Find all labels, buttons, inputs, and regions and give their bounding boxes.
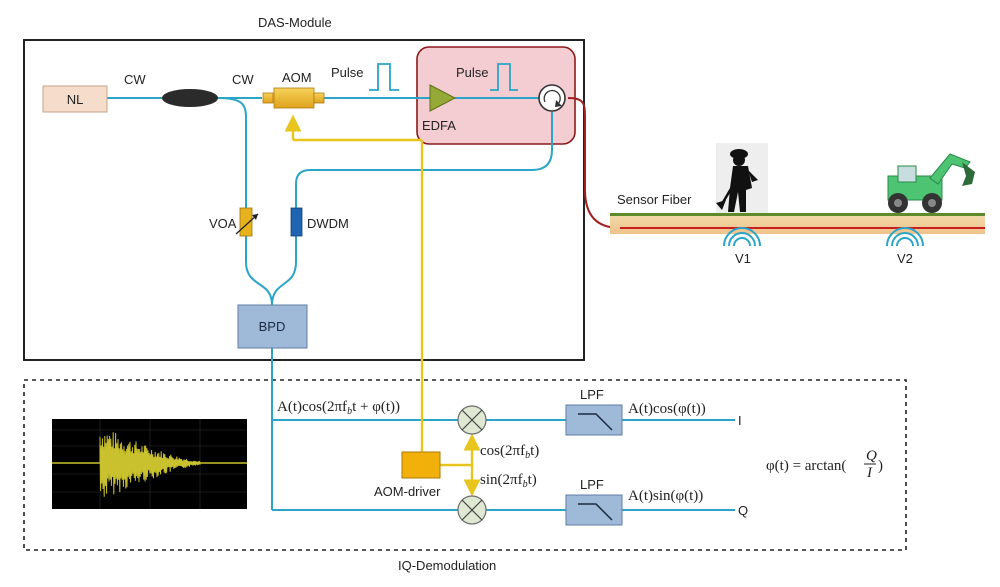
aom-port-right (313, 92, 325, 104)
aom-port-left (262, 92, 274, 104)
aom-driver (401, 451, 441, 479)
lpf-i-response-icon (578, 413, 613, 431)
ground-surface (610, 213, 985, 216)
worker-digging-icon (716, 143, 768, 213)
iq-demodulation-title: IQ-Demodulation (398, 558, 496, 573)
edfa-amplifier-icon (429, 84, 457, 112)
lpf-i-label: LPF (580, 387, 604, 402)
lpf-q-response-icon (578, 503, 613, 521)
das-module-frame (23, 39, 585, 361)
svg-text:Q: Q (866, 448, 877, 464)
edfa-label: EDFA (422, 118, 456, 133)
i-output-eq: A(t)cos(φ(t)) (628, 401, 706, 417)
cw-label-2: CW (232, 72, 254, 87)
svg-text:): ) (878, 458, 883, 474)
q-output-label: Q (738, 503, 748, 518)
mixer-q (457, 495, 487, 525)
input-signal-eq: A(t)cos(2πfbt + φ(t)) (277, 399, 400, 417)
bpd-detector (237, 304, 308, 349)
iq-demodulation-frame (23, 379, 907, 551)
phase-formula: φ(t) = arctan( Q I ) (766, 448, 883, 481)
pulse-waveform-2 (490, 63, 518, 91)
pulse-waveform-1 (369, 63, 399, 91)
dwdm-label: DWDM (307, 216, 349, 231)
lpf-i (565, 404, 623, 436)
bpd-label: BPD (259, 319, 286, 334)
oscilloscope-trace (52, 419, 247, 509)
vibration-wave-icon-v2 (886, 227, 924, 247)
amplifier-zone (416, 46, 576, 145)
circulator-icon (538, 84, 566, 112)
excavator-icon (887, 153, 975, 213)
voa-label: VOA (209, 216, 237, 231)
fiber-coupler (162, 89, 218, 107)
aom (273, 87, 315, 109)
v2-label: V2 (897, 251, 913, 266)
vibration-wave-icon-v1 (723, 227, 761, 247)
electrical-paths (284, 114, 481, 497)
cos-reference-eq: cos(2πfbt) (480, 443, 539, 461)
v1-label: V1 (735, 251, 751, 266)
lpf-q-label: LPF (580, 477, 604, 492)
svg-text:φ(t) = arctan(: φ(t) = arctan( (766, 458, 846, 474)
voa-attenuator (239, 207, 253, 237)
das-module-title: DAS-Module (258, 15, 332, 30)
i-output-label: I (738, 413, 742, 428)
pulse-label-1: Pulse (331, 65, 364, 80)
svg-text:I: I (866, 465, 873, 481)
lpf-q (565, 494, 623, 526)
nl-laser (42, 85, 108, 113)
sensor-fiber-soil (610, 216, 985, 234)
q-output-eq: A(t)sin(φ(t)) (628, 488, 703, 504)
sin-reference-eq: sin(2πfbt) (480, 472, 537, 490)
dwdm-filter (290, 207, 303, 237)
aom-label: AOM (282, 70, 312, 85)
aom-driver-label: AOM-driver (374, 484, 441, 499)
pulse-label-2: Pulse (456, 65, 489, 80)
sensor-fiber-label: Sensor Fiber (617, 192, 692, 207)
nl-label: NL (67, 92, 84, 107)
cw-label-1: CW (124, 72, 146, 87)
sensor-fiber-cable (567, 97, 985, 229)
mixer-i (457, 405, 487, 435)
